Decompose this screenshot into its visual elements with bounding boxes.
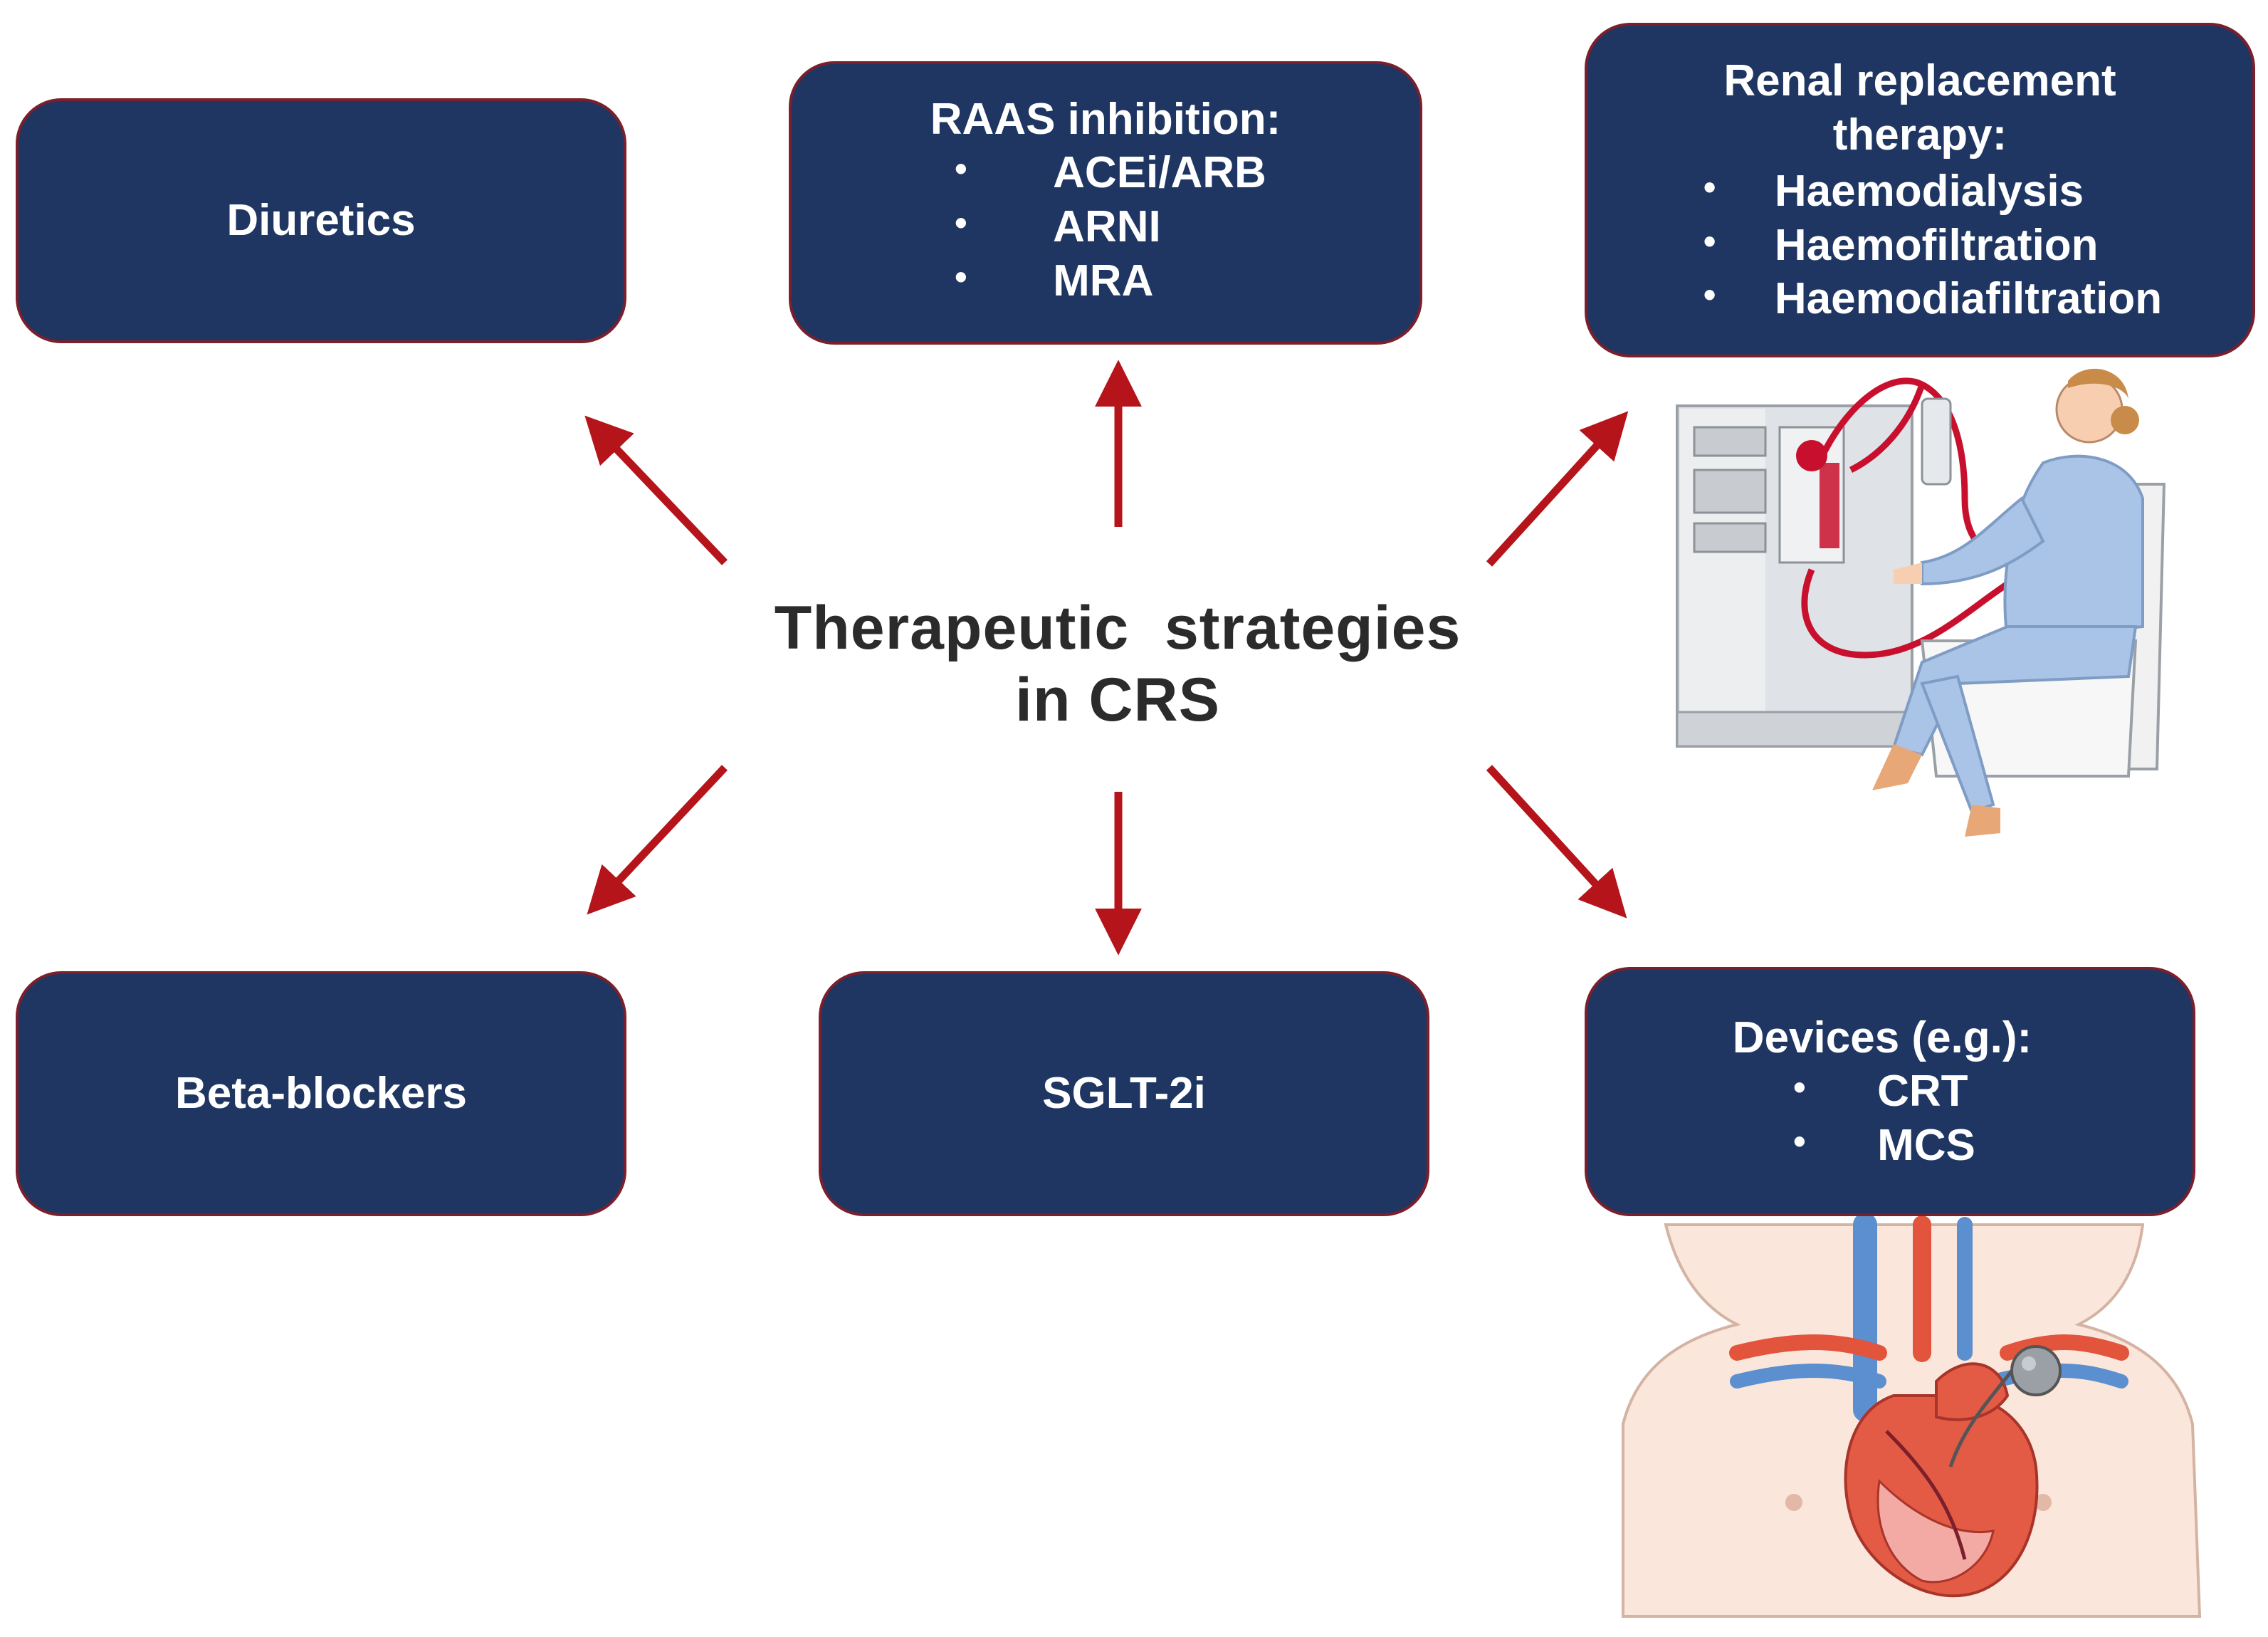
box-beta-blockers: Beta-blockers (16, 971, 626, 1216)
center-title: Therapeutic strategies in CRS (712, 592, 1523, 736)
list-item: MRA (945, 254, 1266, 308)
raas-list: ACEi/ARB ARNI MRA (945, 146, 1266, 308)
arrow-to-rrt (1486, 411, 1629, 567)
rrt-list: Haemodialysis Haemofiltration Haemodiafi… (1678, 164, 2162, 326)
box-diuretics: Diuretics (16, 98, 626, 343)
box-title-line: therapy: (1832, 110, 2007, 159)
list-item: CRT (1750, 1065, 1975, 1119)
box-title-line: Renal replacement (1723, 56, 2116, 105)
list-item: Haemofiltration (1578, 219, 2162, 273)
box-renal-replacement-therapy: Renal replacement therapy: Haemodialysis… (1585, 23, 2255, 357)
arrow-to-diuretics (584, 415, 728, 565)
box-sglt-2i: SGLT-2i (819, 971, 1429, 1216)
arrow-to-beta (587, 765, 728, 915)
box-raas-inhibition: RAAS inhibition: ACEi/ARB ARNI MRA (789, 61, 1422, 345)
list-item: ARNI (945, 200, 1266, 254)
box-devices: Devices (e.g.): CRT MCS (1585, 967, 2195, 1216)
heart (1844, 1362, 2039, 1598)
dialysis-machine (1676, 404, 1913, 748)
list-item: ACEi/ARB (945, 146, 1266, 200)
list-item: MCS (1750, 1119, 1975, 1173)
list-item: Haemodialysis (1578, 164, 2162, 219)
patient (1872, 368, 2144, 837)
center-title-line: in CRS (1015, 665, 1220, 734)
pacemaker (1948, 1345, 2062, 1468)
box-title: SGLT-2i (1042, 1069, 1206, 1119)
box-title: Diuretics (226, 196, 416, 246)
center-title-line: Therapeutic strategies (774, 594, 1461, 662)
box-title: Renal replacement therapy: (1723, 54, 2116, 162)
arrow-to-devices (1486, 765, 1627, 919)
list-item: Haemodiafiltration (1578, 272, 2162, 326)
devices-list: CRT MCS (1793, 1065, 1975, 1172)
box-title: RAAS inhibition: (930, 94, 1281, 144)
box-title: Beta-blockers (174, 1069, 468, 1119)
box-title: Devices (e.g.): (1732, 1013, 2032, 1062)
